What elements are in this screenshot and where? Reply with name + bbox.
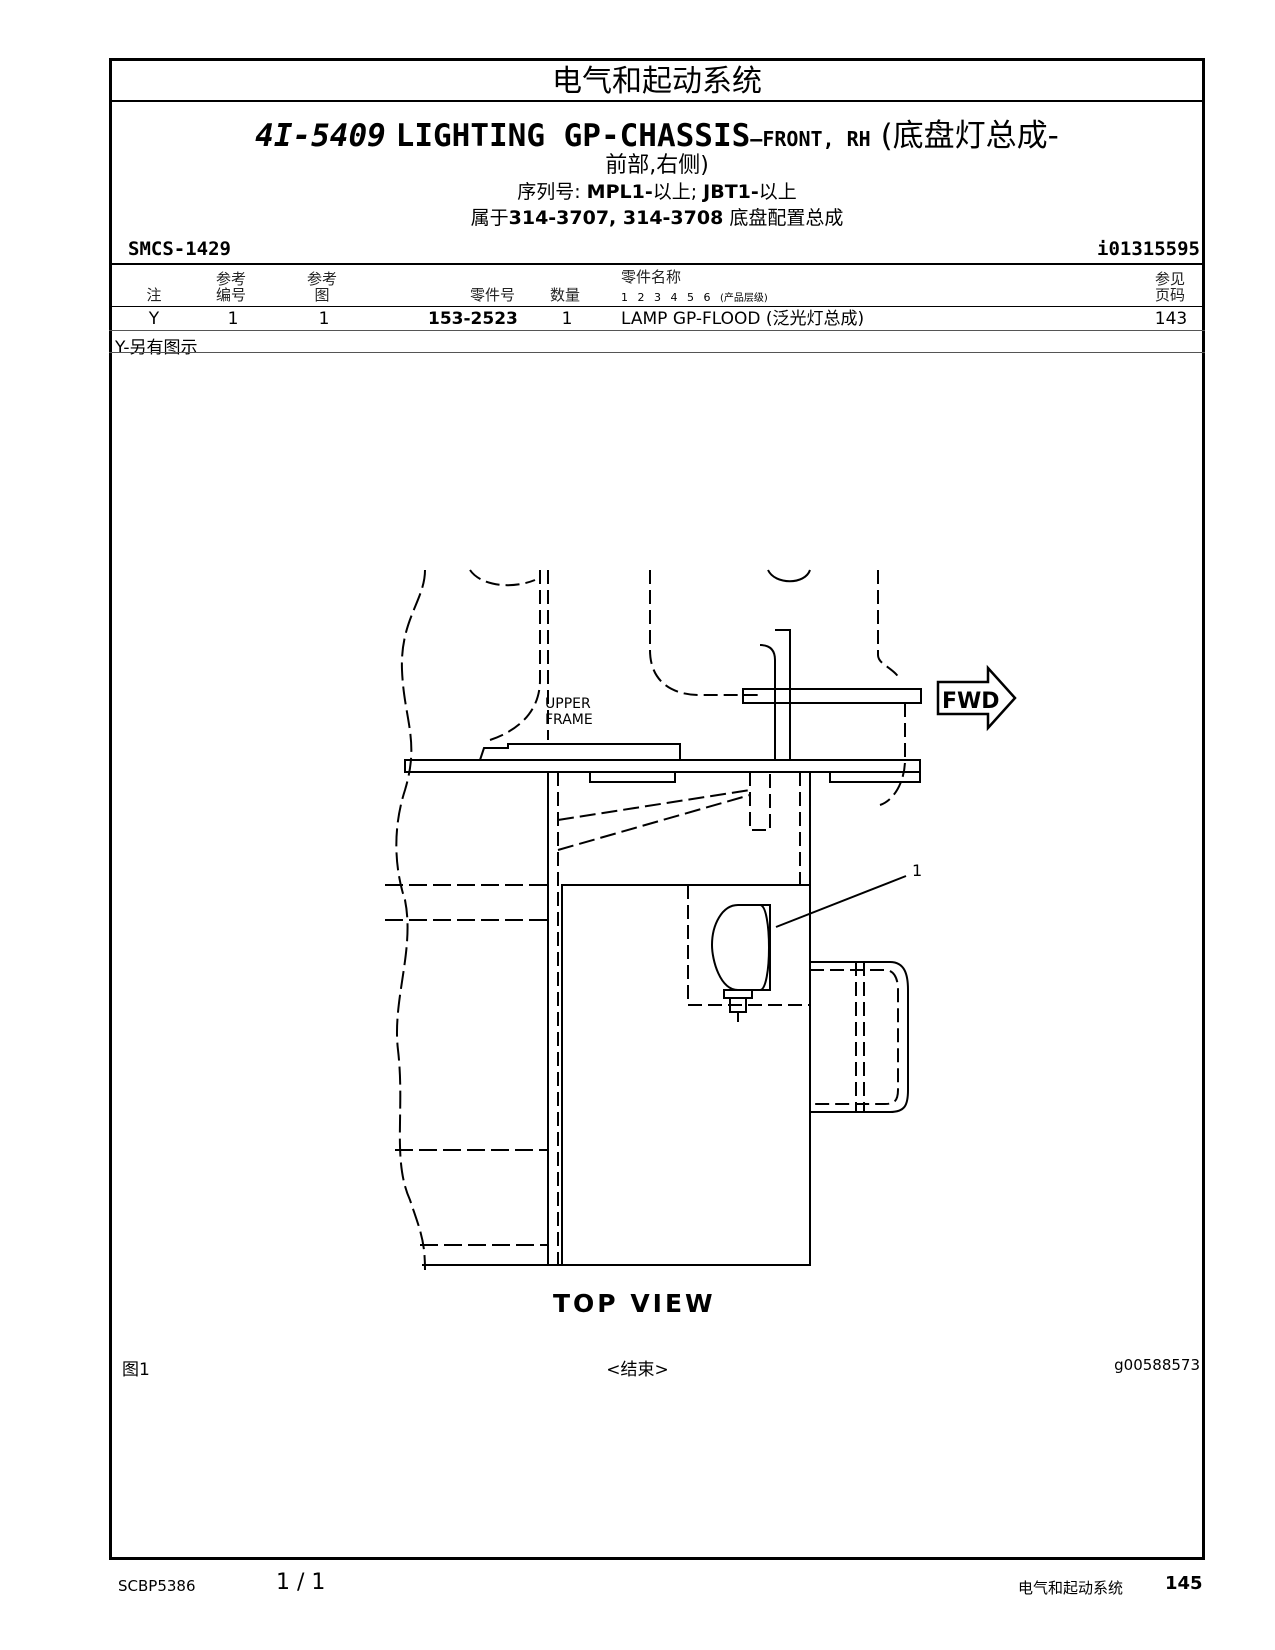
col-qty: 数量 (550, 286, 581, 304)
row-qty: 1 (561, 309, 573, 329)
col-part-name: 零件名称 (621, 268, 682, 286)
row-page-ref[interactable]: 143 (1154, 309, 1188, 329)
belongs-prefix: 属于 (470, 207, 509, 229)
col-levels: 1 2 3 4 5 6 (产品层级) (621, 289, 768, 304)
smcs-code: SMCS-1429 (128, 238, 231, 260)
footer-page-number: 145 (1165, 1573, 1203, 1594)
title-chinese: (底盘灯总成- (880, 118, 1059, 154)
col-ref-fig-top: 参考 (306, 270, 337, 288)
title-english: LIGHTING GP-CHASSIS (395, 118, 751, 154)
row-note: Y (148, 309, 160, 329)
col-ref-no-bottom: 编号 (215, 286, 246, 304)
view-label: TOP VIEW (553, 1289, 716, 1318)
document-id: i01315595 (1097, 238, 1200, 260)
title-divider (109, 100, 1205, 102)
serial-label: 序列号: (517, 181, 581, 203)
title-english-suffix: —FRONT, RH (750, 127, 871, 151)
page-frame (109, 58, 1205, 1560)
col-page-bottom: 页码 (1154, 286, 1185, 304)
levels-note: (产品层级) (719, 293, 768, 304)
col-ref-no-top: 参考 (215, 270, 246, 288)
title-part-number: 4I-5409 (255, 118, 386, 154)
end-mark: <结束> (606, 1360, 669, 1380)
callout-number: 1 (912, 861, 922, 880)
belongs-numbers: 314-3707, 314-3708 (508, 207, 724, 229)
col-ref-fig-bottom: 图 (314, 286, 330, 304)
serial-code-2: JBT1- (703, 181, 759, 203)
col-note: 注 (146, 286, 162, 304)
belongs-suffix: 底盘配置总成 (729, 207, 844, 229)
table-bottom-rule (109, 352, 1205, 353)
row-part-number[interactable]: 153-2523 (428, 309, 518, 329)
fwd-arrow (936, 664, 1017, 732)
section-title: 电气和起动系统 (552, 64, 762, 99)
levels-digits: 1 2 3 4 5 6 (621, 291, 714, 304)
footer-doc-id: SCBP5386 (118, 1577, 196, 1595)
table-header-rule (109, 306, 1205, 307)
serial-range: 序列号: MPL1-以上; JBT1-以上 (112, 180, 1202, 204)
upper-frame-label-2: FRAME (545, 712, 593, 728)
col-part-no: 零件号 (470, 286, 516, 304)
serial-suffix-1: 以上; (652, 181, 698, 203)
table-footnote: Y-另有图示 (115, 338, 198, 358)
table-row-rule (109, 330, 1205, 331)
upper-frame-label-1: UPPER (545, 696, 591, 712)
page-title: 4I-5409 LIGHTING GP-CHASSIS—FRONT, RH (底… (112, 116, 1202, 159)
serial-code-1: MPL1- (586, 181, 653, 203)
fwd-label: FWD (942, 689, 1000, 714)
footer-section: 电气和起动系统 (1018, 1579, 1124, 1597)
col-page-top: 参见 (1154, 270, 1185, 288)
table-top-rule (109, 263, 1205, 265)
row-ref-no: 1 (227, 309, 239, 329)
serial-suffix-2: 以上 (758, 181, 797, 203)
page-title-line2: 前部,右侧) (605, 153, 709, 178)
row-part-name: LAMP GP-FLOOD (泛光灯总成) (621, 309, 865, 329)
parent-assembly: 属于314-3707, 314-3708 底盘配置总成 (112, 206, 1202, 230)
footer-page-count: 1 / 1 (276, 1570, 326, 1595)
row-ref-fig: 1 (318, 309, 330, 329)
graphic-id: g00588573 (1114, 1356, 1200, 1374)
figure-label: 图1 (122, 1360, 150, 1380)
